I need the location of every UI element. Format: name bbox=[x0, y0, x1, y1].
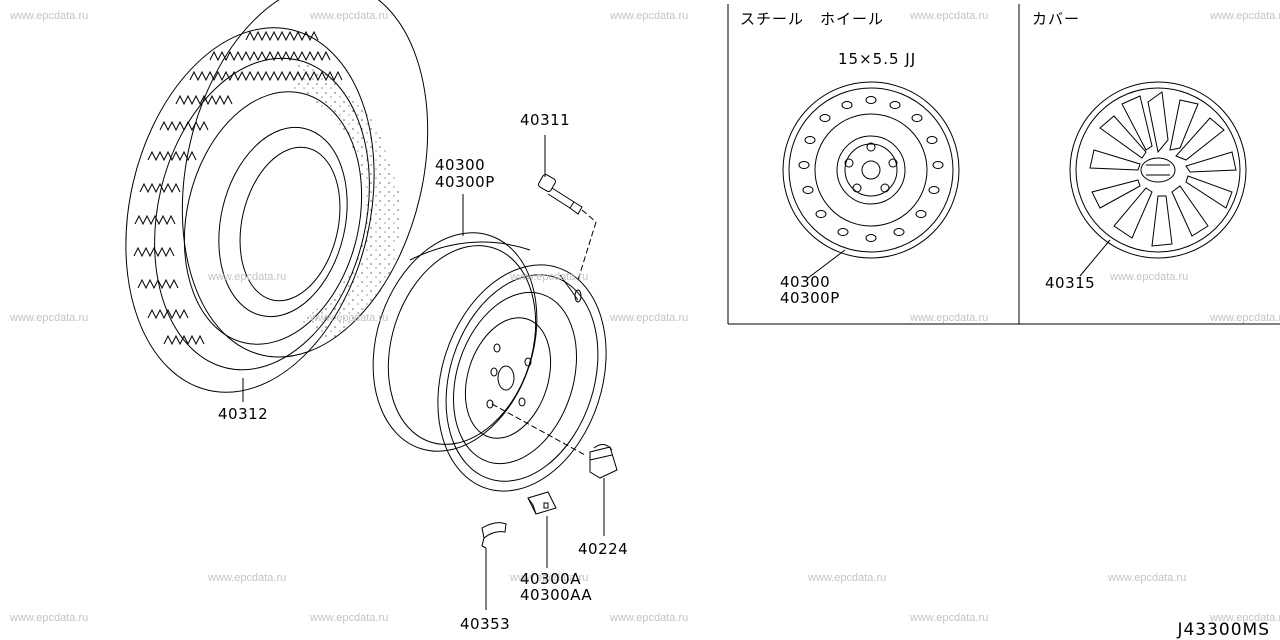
steel-wheel-size: 15×5.5 JJ bbox=[838, 50, 917, 68]
part-label-wheel-alt[interactable]: 40300P bbox=[435, 173, 495, 191]
watermark: www.epcdata.ru bbox=[910, 612, 989, 624]
part-label-nut[interactable]: 40224 bbox=[578, 540, 629, 558]
watermark: www.epcdata.ru bbox=[1210, 312, 1280, 324]
watermark: www.epcdata.ru bbox=[910, 10, 989, 22]
watermark: www.epcdata.ru bbox=[1210, 10, 1280, 22]
wheel-hub bbox=[497, 365, 515, 391]
watermark: www.epcdata.ru bbox=[1110, 271, 1189, 283]
watermark: www.epcdata.ru bbox=[510, 271, 589, 283]
part-label-valve[interactable]: 40311 bbox=[520, 111, 571, 129]
part-label-steel-wheel[interactable]: 40300 bbox=[780, 273, 831, 291]
tire-inner-rim bbox=[218, 126, 348, 318]
watermark: www.epcdata.ru bbox=[808, 572, 887, 584]
part-label-weight-a[interactable]: 40300A bbox=[520, 570, 581, 588]
part-label-wheel[interactable]: 40300 bbox=[435, 156, 486, 174]
watermark: www.epcdata.ru bbox=[610, 312, 689, 324]
cover-panel-title: カバー bbox=[1032, 10, 1081, 28]
wheel-cover-drawing[interactable] bbox=[1069, 81, 1247, 277]
watermark: www.epcdata.ru bbox=[10, 612, 89, 624]
steel-wheel-panel-title: スチール ホイール bbox=[740, 10, 885, 28]
valve-stem-drawing[interactable] bbox=[537, 135, 597, 281]
watermark: www.epcdata.ru bbox=[10, 312, 89, 324]
watermark: www.epcdata.ru bbox=[10, 10, 89, 22]
balance-weight-b-drawing[interactable] bbox=[481, 522, 507, 610]
watermark: www.epcdata.ru bbox=[610, 612, 689, 624]
part-label-weight-b[interactable]: 40353 bbox=[460, 615, 511, 633]
watermark: www.epcdata.ru bbox=[910, 312, 989, 324]
wheel-nut-drawing[interactable] bbox=[589, 444, 618, 536]
part-label-steel-wheel-alt[interactable]: 40300P bbox=[780, 289, 840, 307]
part-label-tire[interactable]: 40312 bbox=[218, 405, 269, 423]
balance-weight-a-drawing[interactable] bbox=[527, 491, 557, 568]
watermark: www.epcdata.ru bbox=[1108, 572, 1187, 584]
steel-wheel-face-drawing[interactable] bbox=[782, 81, 960, 279]
watermark: www.epcdata.ru bbox=[610, 10, 689, 22]
watermark: www.epcdata.ru bbox=[208, 572, 287, 584]
watermark: www.epcdata.ru bbox=[510, 572, 589, 584]
tire-drawing[interactable] bbox=[91, 0, 462, 417]
watermark: www.epcdata.ru bbox=[310, 312, 389, 324]
watermark: www.epcdata.ru bbox=[310, 10, 389, 22]
steel-wheel-drawing[interactable] bbox=[346, 194, 634, 513]
watermark: www.epcdata.ru bbox=[1210, 612, 1280, 624]
wheel-face-outline bbox=[437, 264, 607, 492]
diagram-code: J43300MS bbox=[1177, 620, 1270, 640]
watermark: www.epcdata.ru bbox=[208, 271, 287, 283]
tire-back-outline bbox=[181, 0, 429, 358]
watermark: www.epcdata.ru bbox=[310, 612, 389, 624]
part-label-weight-aa[interactable]: 40300AA bbox=[520, 586, 593, 604]
part-label-cover[interactable]: 40315 bbox=[1045, 274, 1096, 292]
